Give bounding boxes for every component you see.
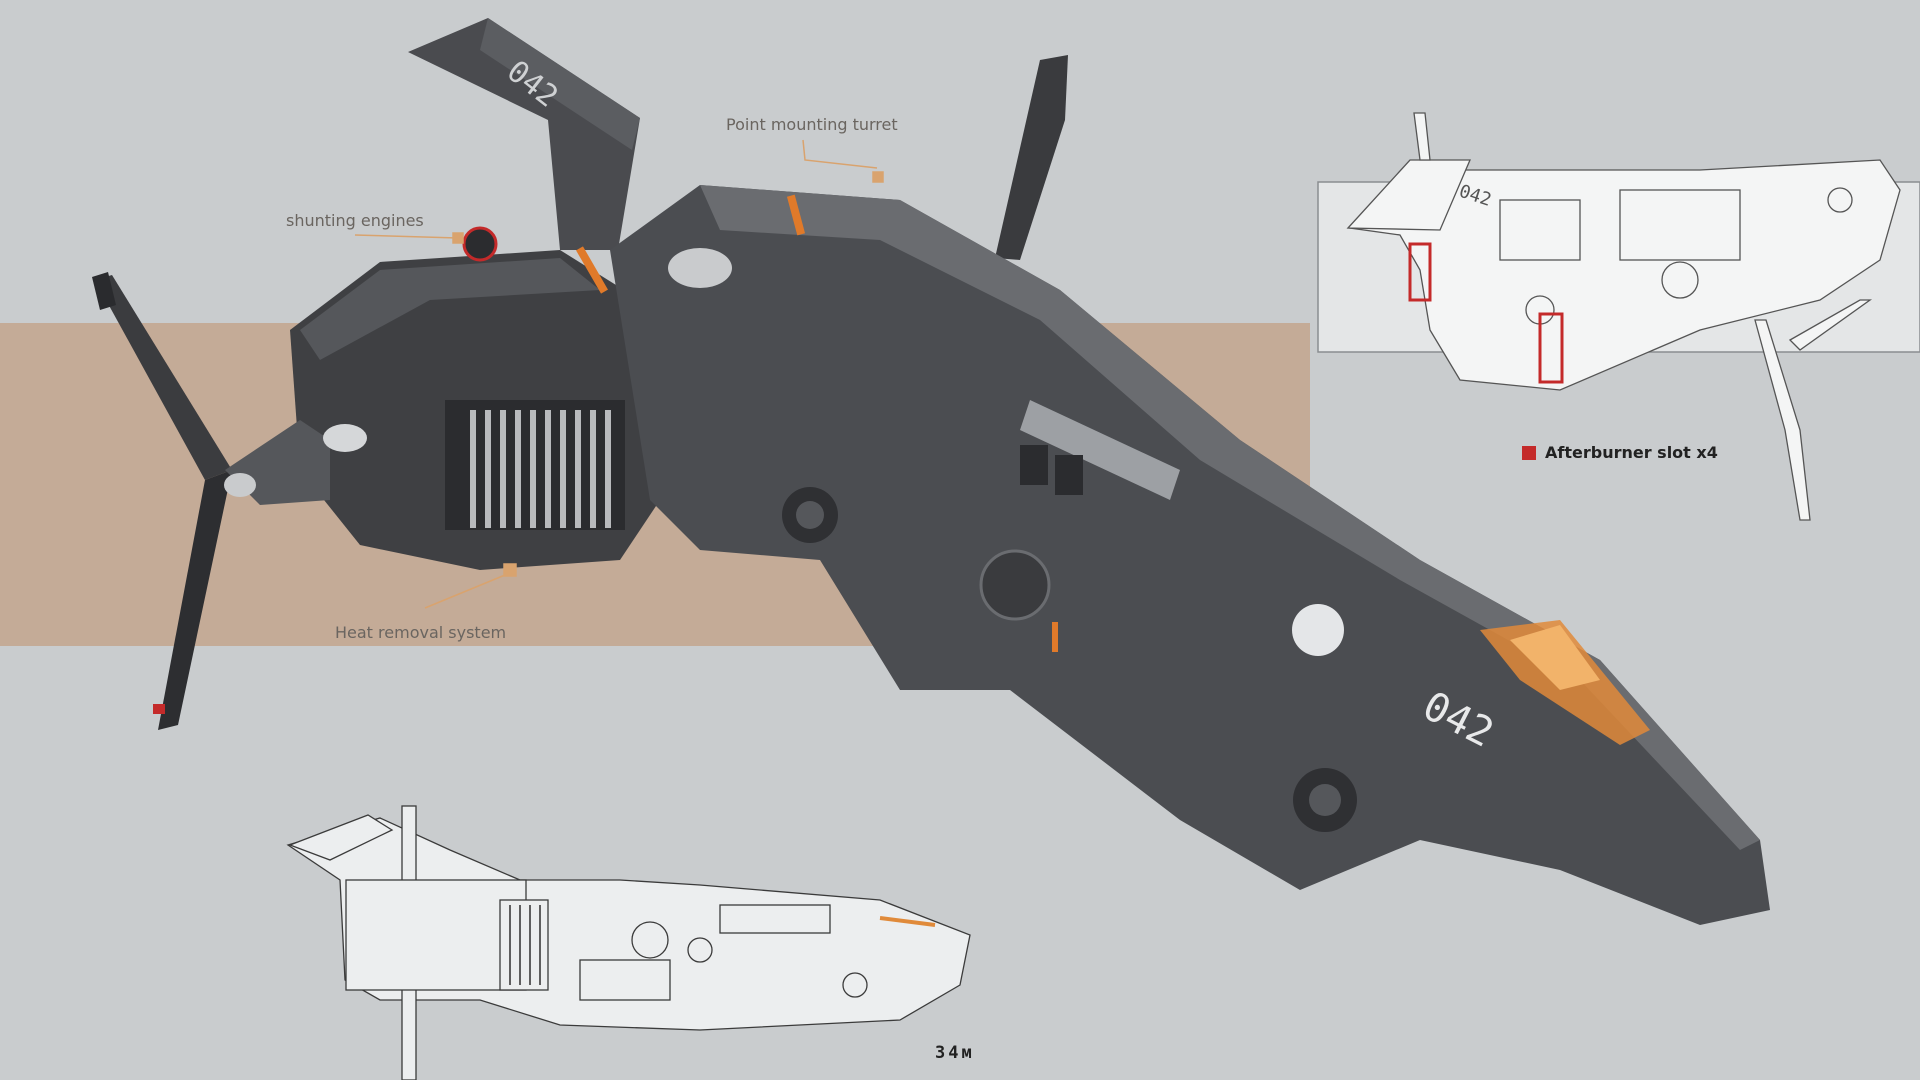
scale-label: 34м [935, 1043, 975, 1063]
top-view-inset: 042 [1317, 112, 1920, 521]
side-view-sketch [286, 805, 971, 1080]
legend-text: Afterburner slot x4 [1545, 443, 1718, 462]
callout-leaders [354, 139, 884, 609]
callout-shunting-engines: shunting engines [286, 211, 424, 230]
legend-swatch [1522, 445, 1536, 460]
afterburner-legend: Afterburner slot x4 [1522, 443, 1718, 462]
callout-heat-removal-system: Heat removal system [335, 623, 507, 642]
callout-point-mounting-turret: Point mounting turret [726, 115, 898, 134]
spaceship-render: 042 [92, 18, 1770, 925]
